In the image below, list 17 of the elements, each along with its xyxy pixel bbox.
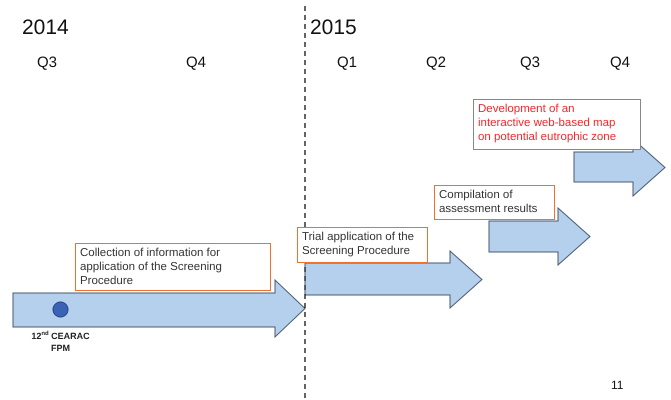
quarter-label: Q2	[426, 54, 446, 71]
block-arrow	[304, 250, 483, 310]
quarter-label: Q4	[610, 54, 630, 71]
quarter-label: Q3	[520, 54, 540, 71]
task-box: Trial application of the Screening Procedure	[297, 227, 428, 263]
task-box: Compilation of assessment results	[434, 185, 555, 220]
task-box: Development of an interactive web-based map on potential eutrophic zone	[473, 99, 641, 150]
milestone-label: 12$^{nd}$ CEARAC FPM	[30, 330, 91, 354]
year-label: 2014	[22, 16, 69, 40]
quarter-label: Q3	[37, 54, 57, 71]
task-box: Collection of information for application of the Screening Procedure	[75, 243, 271, 291]
page-number: 11	[611, 378, 624, 392]
year-label: 2015	[310, 16, 357, 40]
block-arrow	[12, 278, 306, 338]
quarter-label: Q1	[337, 54, 357, 71]
block-arrow	[488, 206, 591, 266]
quarter-label: Q4	[186, 54, 206, 71]
